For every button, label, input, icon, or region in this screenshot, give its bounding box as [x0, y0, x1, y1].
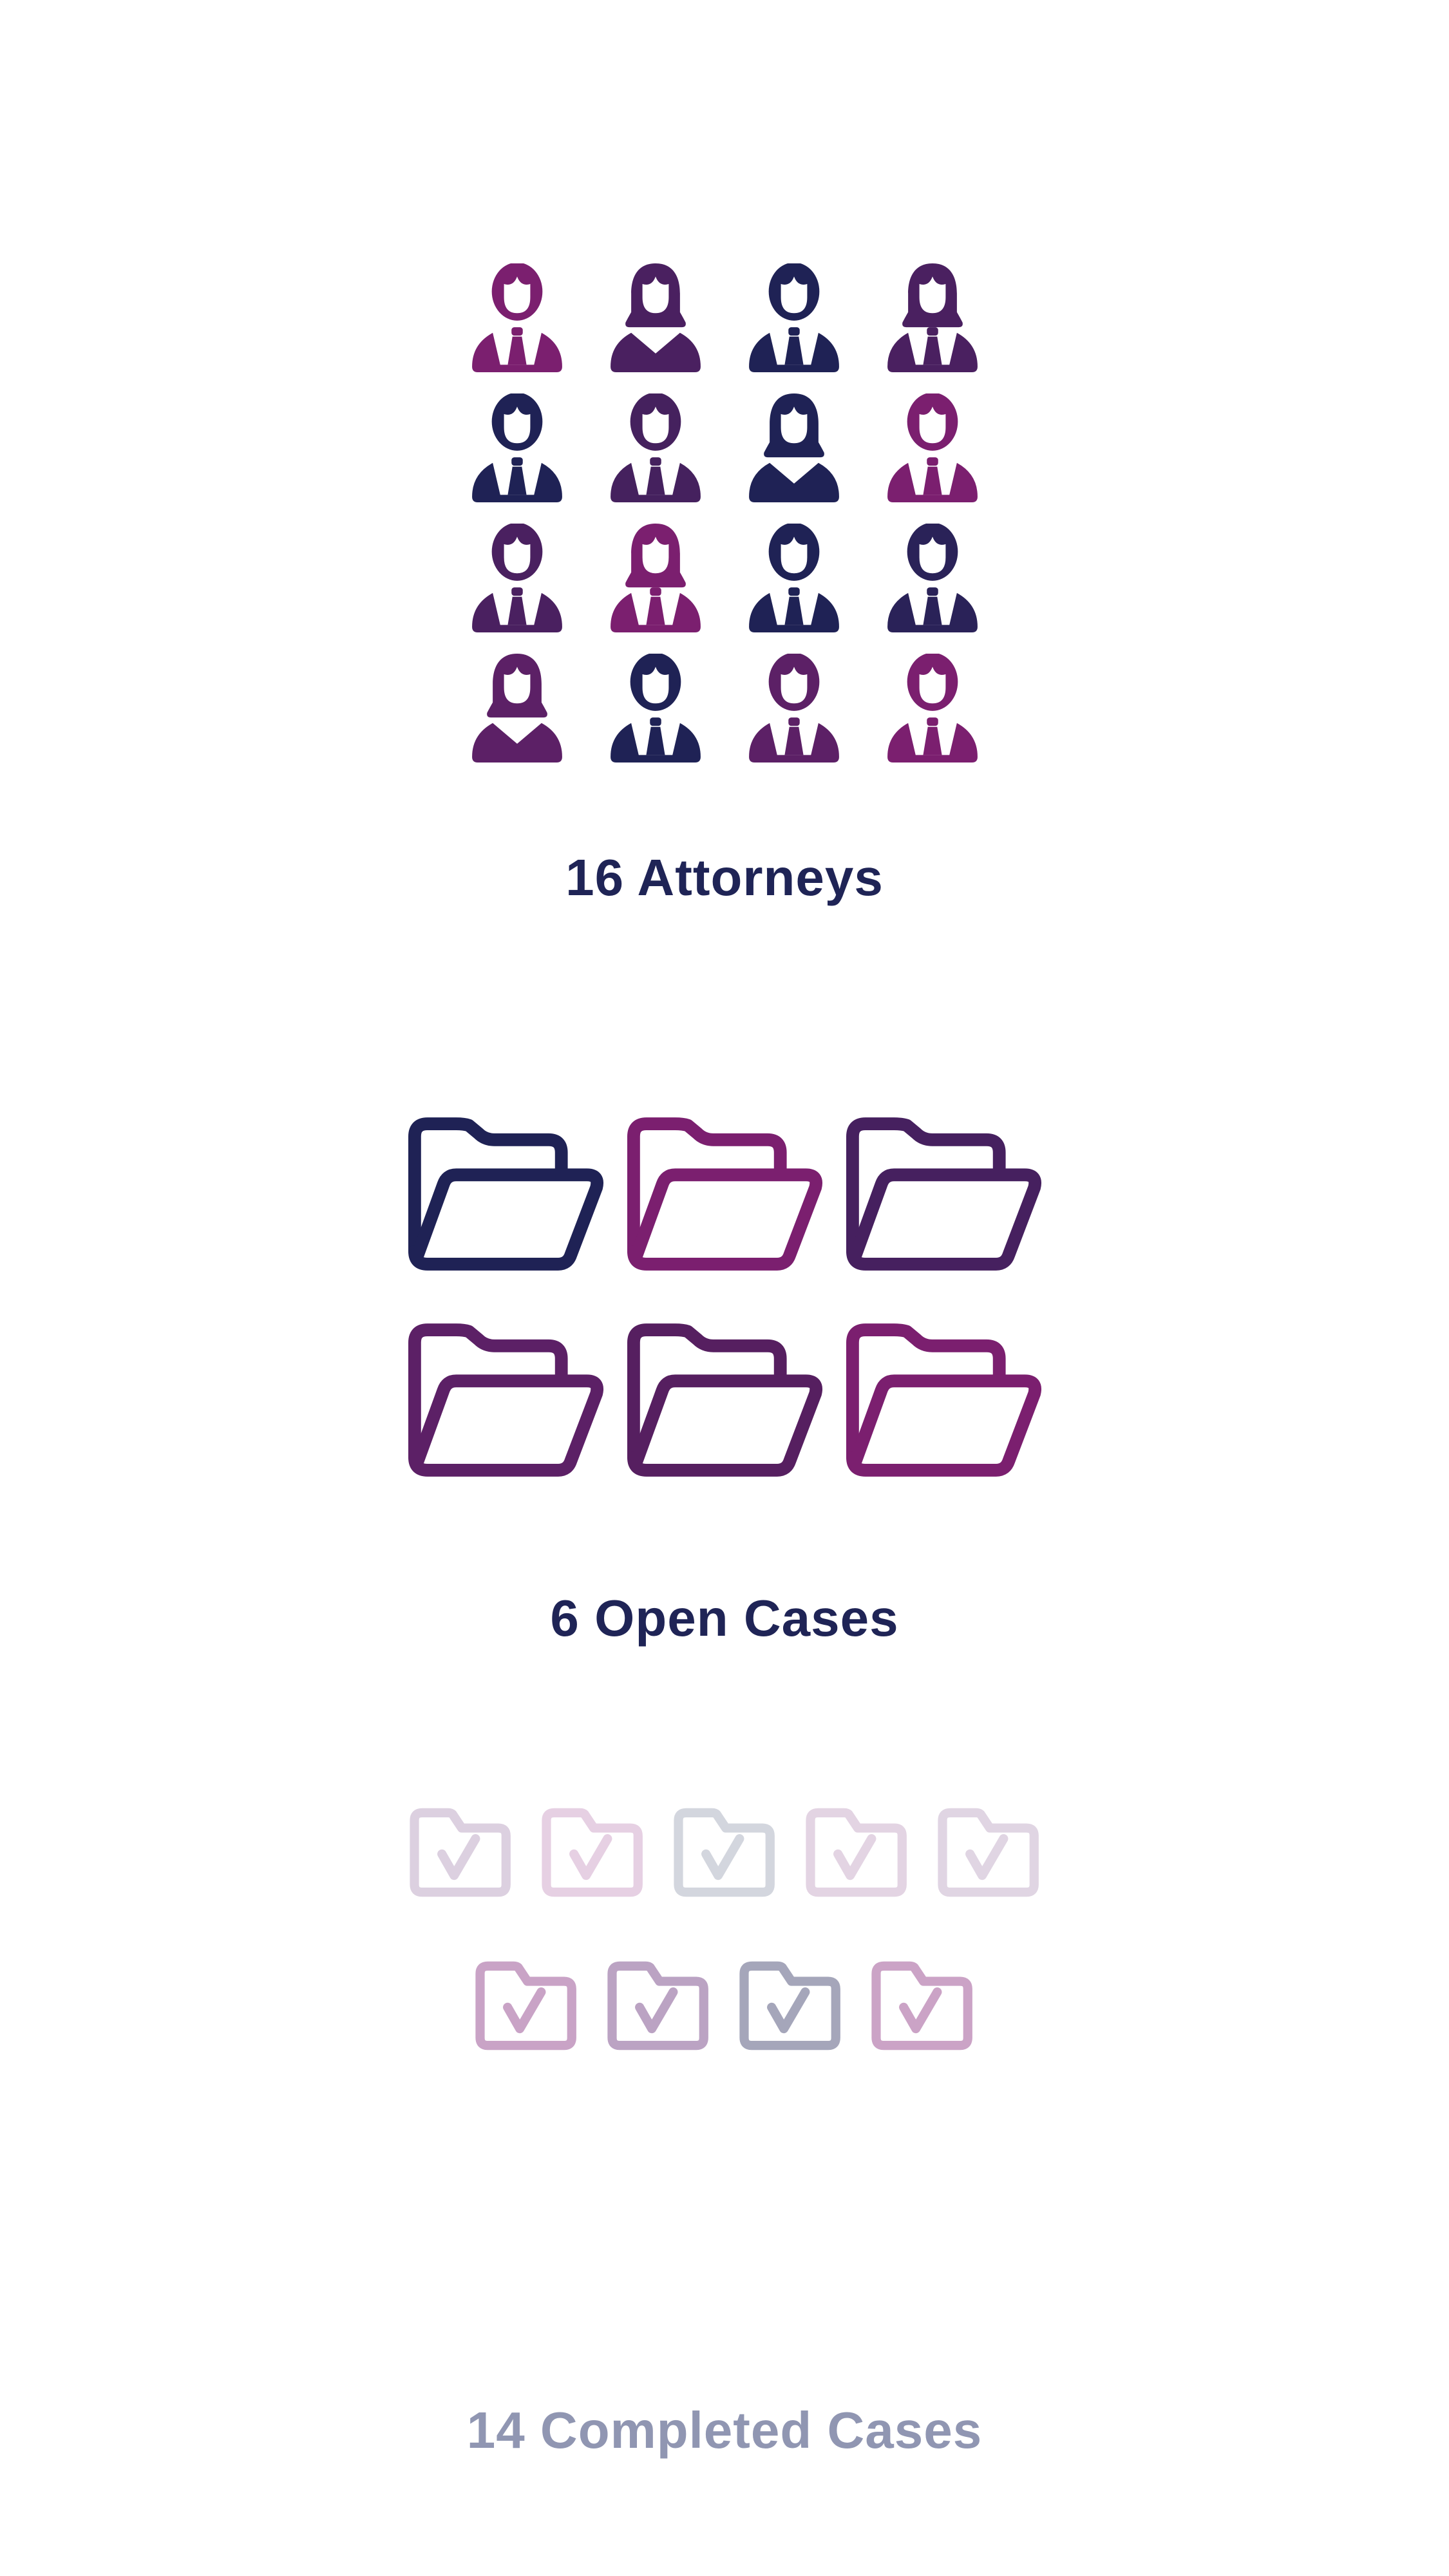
- folder-check-icon: [474, 1960, 581, 2052]
- attorneys-caption: 16 Attorneys: [565, 849, 884, 906]
- folder-check-icon: [606, 1960, 713, 2052]
- completed-cases-row: [408, 1806, 1043, 1899]
- folder-check-icon: [870, 1960, 977, 2052]
- male-attorney-icon: [470, 263, 564, 372]
- completed-cases-caption: 14 Completed Cases: [466, 2401, 983, 2459]
- open-cases-icon-grid: [408, 1117, 1044, 1477]
- male-attorney-icon: [609, 393, 703, 502]
- folder-open-icon: [627, 1323, 825, 1477]
- folder-check-icon: [738, 1960, 845, 2052]
- female-attorney-icon: [470, 654, 564, 762]
- male-attorney-icon: [886, 524, 980, 632]
- male-attorney-icon: [886, 393, 980, 502]
- open-cases-caption: 6 Open Cases: [550, 1589, 899, 1647]
- male-attorney-icon: [609, 654, 703, 762]
- female-attorney-icon: [609, 263, 703, 372]
- female-attorney-icon: [886, 263, 980, 372]
- folder-open-icon: [846, 1323, 1044, 1477]
- folder-open-icon: [627, 1117, 825, 1271]
- male-attorney-icon: [470, 393, 564, 502]
- folder-open-icon: [408, 1117, 606, 1271]
- attorney-icon-grid: [470, 263, 980, 762]
- male-attorney-icon: [886, 654, 980, 762]
- folder-check-icon: [936, 1806, 1043, 1899]
- female-attorney-icon: [609, 524, 703, 632]
- folder-check-icon: [540, 1806, 647, 1899]
- folder-check-icon: [672, 1806, 779, 1899]
- folder-check-icon: [408, 1806, 515, 1899]
- male-attorney-icon: [747, 263, 841, 372]
- completed-cases-row: [474, 1960, 977, 2052]
- folder-open-icon: [846, 1117, 1044, 1271]
- folder-check-icon: [804, 1806, 911, 1899]
- female-attorney-icon: [747, 393, 841, 502]
- male-attorney-icon: [747, 654, 841, 762]
- male-attorney-icon: [470, 524, 564, 632]
- folder-open-icon: [408, 1323, 606, 1477]
- male-attorney-icon: [747, 524, 841, 632]
